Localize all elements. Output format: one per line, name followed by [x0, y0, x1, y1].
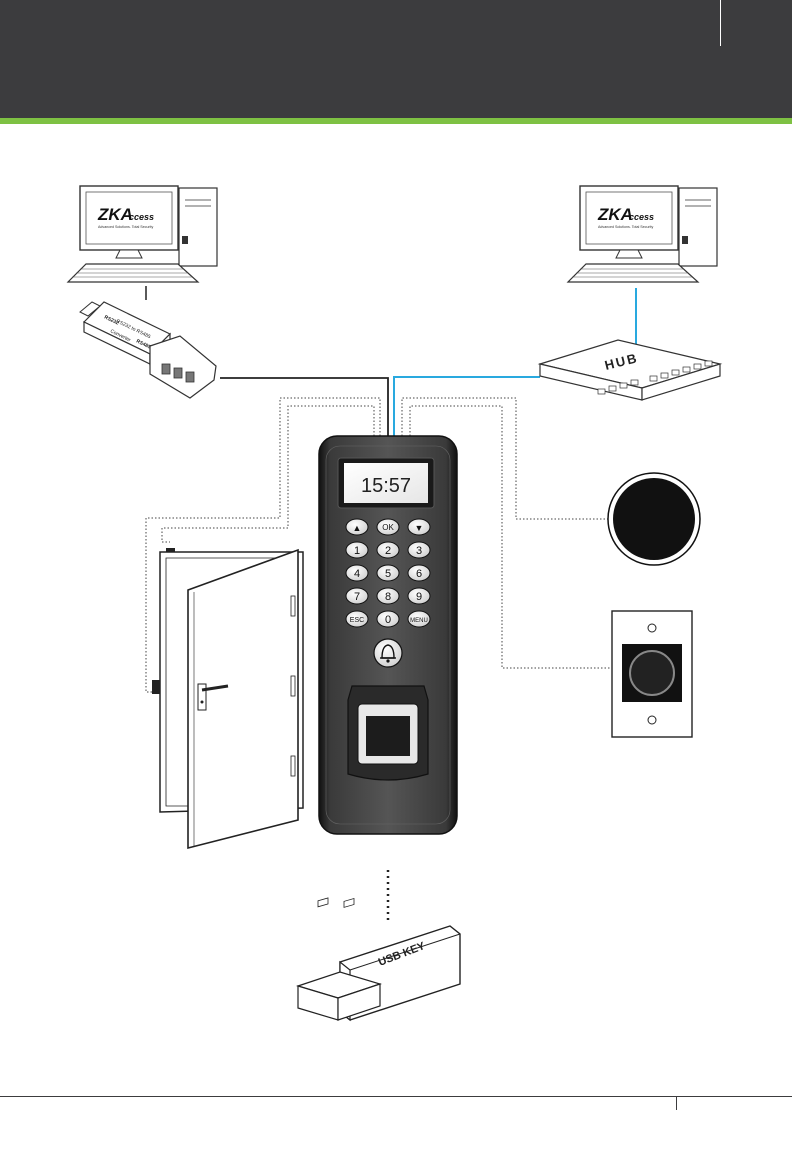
key-0: 0: [377, 611, 399, 627]
key-6: 6: [408, 565, 430, 581]
terminal-clock: 15:57: [361, 475, 411, 497]
key-7: 7: [346, 588, 368, 604]
fingerprint-sensor: [348, 686, 428, 780]
key-1: 1: [346, 542, 368, 558]
svg-text:8: 8: [385, 591, 391, 603]
computer-left: ZKA ccess Advanced Solutions. Total Secu…: [68, 186, 217, 282]
key-4: 4: [346, 565, 368, 581]
doorbell-icon: [374, 639, 402, 667]
key-5: 5: [377, 565, 399, 581]
svg-text:Advanced Solutions. Total Secu: Advanced Solutions. Total Security: [598, 225, 653, 229]
svg-text:5: 5: [385, 568, 391, 580]
key-ok: OK: [377, 519, 399, 535]
svg-text:ESC: ESC: [350, 617, 364, 624]
rs232-rs485-converter: RS232 RS232 to RS485 Converter RS485: [80, 302, 216, 398]
svg-text:2: 2: [385, 545, 391, 557]
svg-text:6: 6: [416, 568, 422, 580]
key-menu: MENU: [408, 611, 430, 627]
svg-text:ccess: ccess: [129, 212, 154, 222]
door: [152, 548, 303, 848]
svg-text:MENU: MENU: [410, 618, 428, 624]
key-9: 9: [408, 588, 430, 604]
key-esc: ESC: [346, 611, 368, 627]
svg-text:▼: ▼: [415, 523, 424, 533]
network-hub: HUB: [540, 340, 720, 400]
terminal-keypad: ▲ OK ▼ 1 2 3 4 5 6 7 8 9 ESC 0 MENU: [346, 519, 430, 627]
svg-text:0: 0: [385, 614, 391, 626]
computer-right: ZKA ccess Advanced Solutions. Total Secu…: [568, 186, 717, 282]
key-2: 2: [377, 542, 399, 558]
exit-button-plate: [612, 611, 692, 737]
key-8: 8: [377, 588, 399, 604]
svg-text:OK: OK: [382, 523, 394, 532]
footer-rule: [0, 1096, 792, 1097]
svg-text:9: 9: [416, 591, 422, 603]
svg-text:Advanced Solutions. Total Secu: Advanced Solutions. Total Security: [98, 225, 153, 229]
fingerprint-terminal: 15:57 ▲ OK ▼ 1 2 3 4 5 6 7 8 9 E: [319, 436, 457, 834]
key-down: ▼: [408, 519, 430, 535]
svg-text:ccess: ccess: [629, 212, 654, 222]
footer-page-tick: [676, 1096, 677, 1110]
usb-key: USB KEY: [298, 898, 460, 1020]
svg-text:▲: ▲: [353, 523, 362, 533]
key-3: 3: [408, 542, 430, 558]
svg-text:ZKA: ZKA: [97, 205, 133, 224]
svg-text:1: 1: [354, 545, 360, 557]
svg-text:4: 4: [354, 568, 360, 580]
door-sensor-side: [152, 680, 160, 694]
key-up: ▲: [346, 519, 368, 535]
svg-text:3: 3: [416, 545, 422, 557]
svg-text:7: 7: [354, 591, 360, 603]
svg-text:ZKA: ZKA: [597, 205, 633, 224]
exit-button-round: [608, 473, 700, 565]
